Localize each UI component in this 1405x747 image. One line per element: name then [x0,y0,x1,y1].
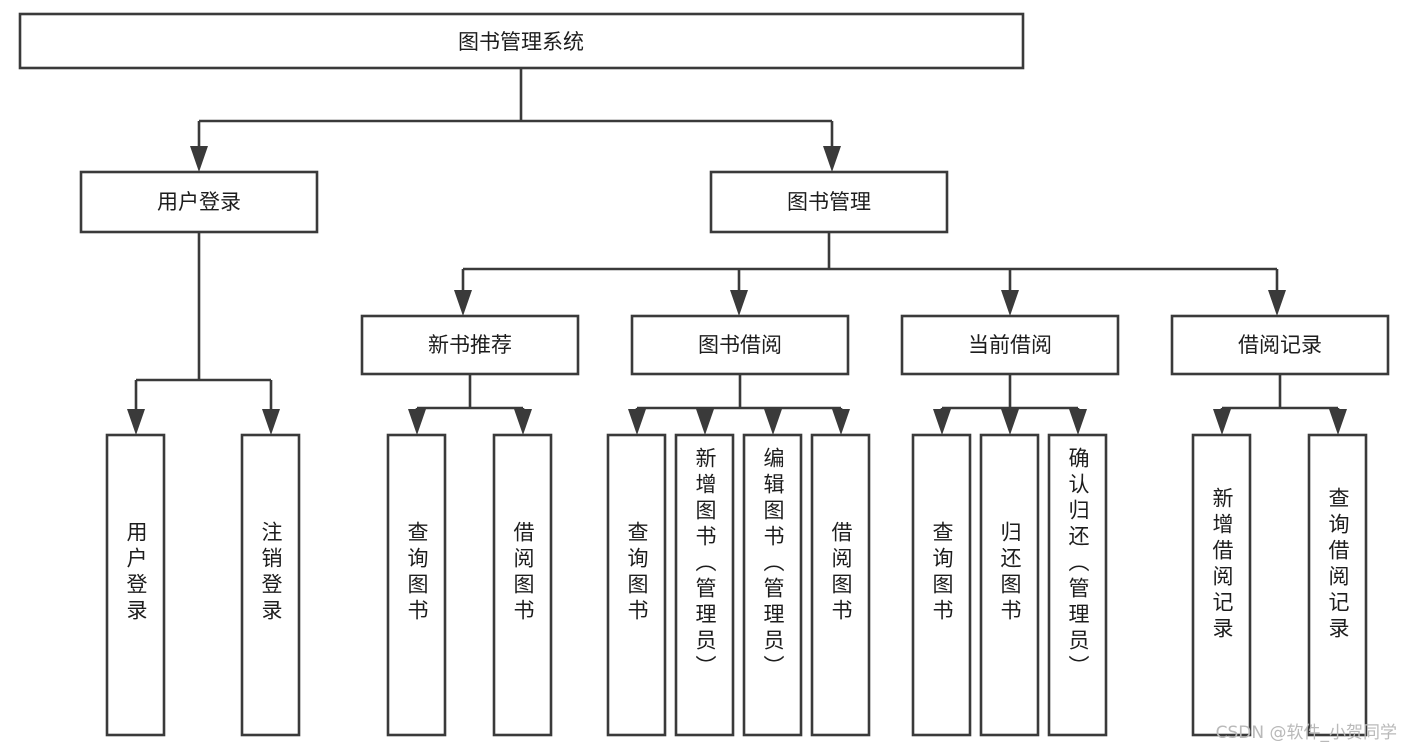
node-root-label: 图书管理系统 [458,30,584,54]
node-book-borrow[interactable]: 图书借阅 [630,314,850,376]
node-root[interactable]: 图书管理系统 [18,12,1025,70]
node-borrow-record[interactable]: 借阅记录 [1170,314,1390,376]
node-current-borrow-label: 当前借阅 [968,333,1052,357]
node-new-book-recommend[interactable]: 新书推荐 [360,314,580,376]
leaf-box-user-login-1[interactable] [240,433,301,737]
node-new-book-recommend-label: 新书推荐 [428,333,512,357]
leaf-box-current-borrow-2[interactable] [1047,433,1108,737]
connector-bookmgmt-to-level3 [454,232,1286,316]
node-book-borrow-label: 图书借阅 [698,333,782,357]
leaf-box-borrow-record-1[interactable] [1307,433,1368,737]
leaf-box-current-borrow-0[interactable] [911,433,972,737]
leaf-box-user-login-0[interactable] [105,433,166,737]
leaf-box-current-borrow-1[interactable] [979,433,1040,737]
leaf-box-borrow-record-0[interactable] [1191,433,1252,737]
connector-root-to-level2 [190,68,841,172]
connector-newbook-to-leaves [408,374,532,435]
node-current-borrow[interactable]: 当前借阅 [900,314,1120,376]
node-user-login[interactable]: 用户登录 [79,170,319,234]
connector-currentborrow-to-leaves [933,374,1087,435]
leaf-box-book-borrow-0[interactable] [606,433,667,737]
leaf-box-book-borrow-2[interactable] [742,433,803,737]
leaf-box-book-borrow-3[interactable] [810,433,871,737]
connector-userlogin-to-leaves [127,232,280,435]
node-borrow-record-label: 借阅记录 [1238,333,1322,357]
leaf-box-new-book-0[interactable] [386,433,447,737]
leaf-box-book-borrow-1[interactable] [674,433,735,737]
node-user-login-label: 用户登录 [157,190,241,214]
node-book-management-label: 图书管理 [787,190,871,214]
connector-borrowrecord-to-leaves [1213,374,1347,435]
leaf-box-new-book-1[interactable] [492,433,553,737]
node-book-management[interactable]: 图书管理 [709,170,949,234]
connector-bookborrow-to-leaves [628,374,850,435]
